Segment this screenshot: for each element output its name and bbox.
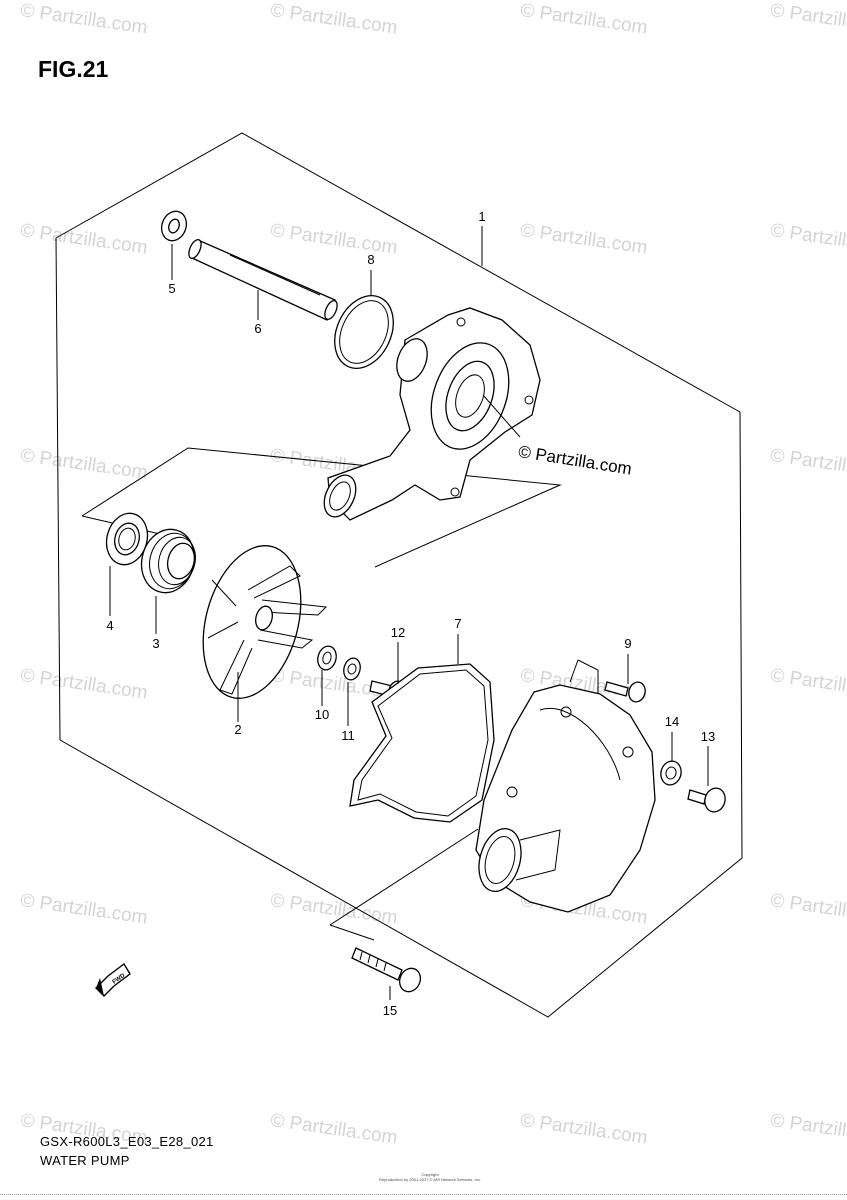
callout-6: 6 — [254, 321, 261, 336]
o-ring-part-8[interactable] — [323, 286, 404, 378]
bolt-part-13[interactable] — [687, 786, 728, 814]
model-code: GSX-R600L3_E03_E28_021 — [40, 1134, 214, 1149]
callout-labels: 1 5 6 8 4 3 2 10 11 12 7 9 14 13 15 — [106, 209, 715, 1018]
washer-part-14[interactable] — [658, 759, 684, 787]
bolt-bracket — [329, 828, 479, 941]
callout-7: 7 — [454, 616, 461, 631]
callout-11: 11 — [341, 728, 355, 743]
callout-1: 1 — [478, 209, 485, 224]
copyright-line: Reproduction by 2001-2017 © ARI Network … — [379, 1177, 481, 1182]
callout-14: 14 — [665, 714, 679, 729]
impeller-part-2[interactable] — [187, 535, 328, 709]
callout-12: 12 — [391, 625, 405, 640]
callout-4: 4 — [106, 618, 113, 633]
assembly-outline — [55, 132, 743, 1018]
callout-3: 3 — [152, 636, 159, 651]
callout-8: 8 — [367, 252, 374, 267]
oil-seal-part-4[interactable] — [101, 509, 153, 570]
callout-9: 9 — [624, 636, 631, 651]
washer-part-5[interactable] — [158, 208, 191, 244]
pump-cover — [475, 684, 656, 913]
pump-body-part-1[interactable] — [318, 307, 541, 522]
fwd-arrow-icon: FWD — [95, 962, 131, 997]
copyright-notice: Copyright Reproduction by 2001-2017 © AR… — [360, 1172, 500, 1182]
callout-13: 13 — [701, 729, 715, 744]
gasket-part-7[interactable] — [349, 663, 495, 823]
callout-10: 10 — [315, 707, 329, 722]
copyright-line: Copyright — [421, 1172, 439, 1177]
callout-15: 15 — [383, 1003, 397, 1018]
callout-2: 2 — [234, 722, 241, 737]
callout-5: 5 — [168, 281, 175, 296]
diagram-name: WATER PUMP — [40, 1153, 130, 1168]
bottom-divider — [0, 1194, 847, 1195]
washer-part-10[interactable] — [315, 644, 339, 672]
bolt-9-bracket — [569, 659, 599, 700]
leader-lines — [109, 226, 709, 1000]
mechanical-seal-part-3[interactable] — [135, 523, 202, 598]
bolt-part-9[interactable] — [604, 680, 647, 703]
figure-title: FIG.21 — [38, 56, 109, 82]
bolt-part-15[interactable] — [351, 947, 424, 995]
shaft-part-6[interactable] — [186, 238, 339, 321]
nut-part-11[interactable] — [341, 656, 362, 681]
